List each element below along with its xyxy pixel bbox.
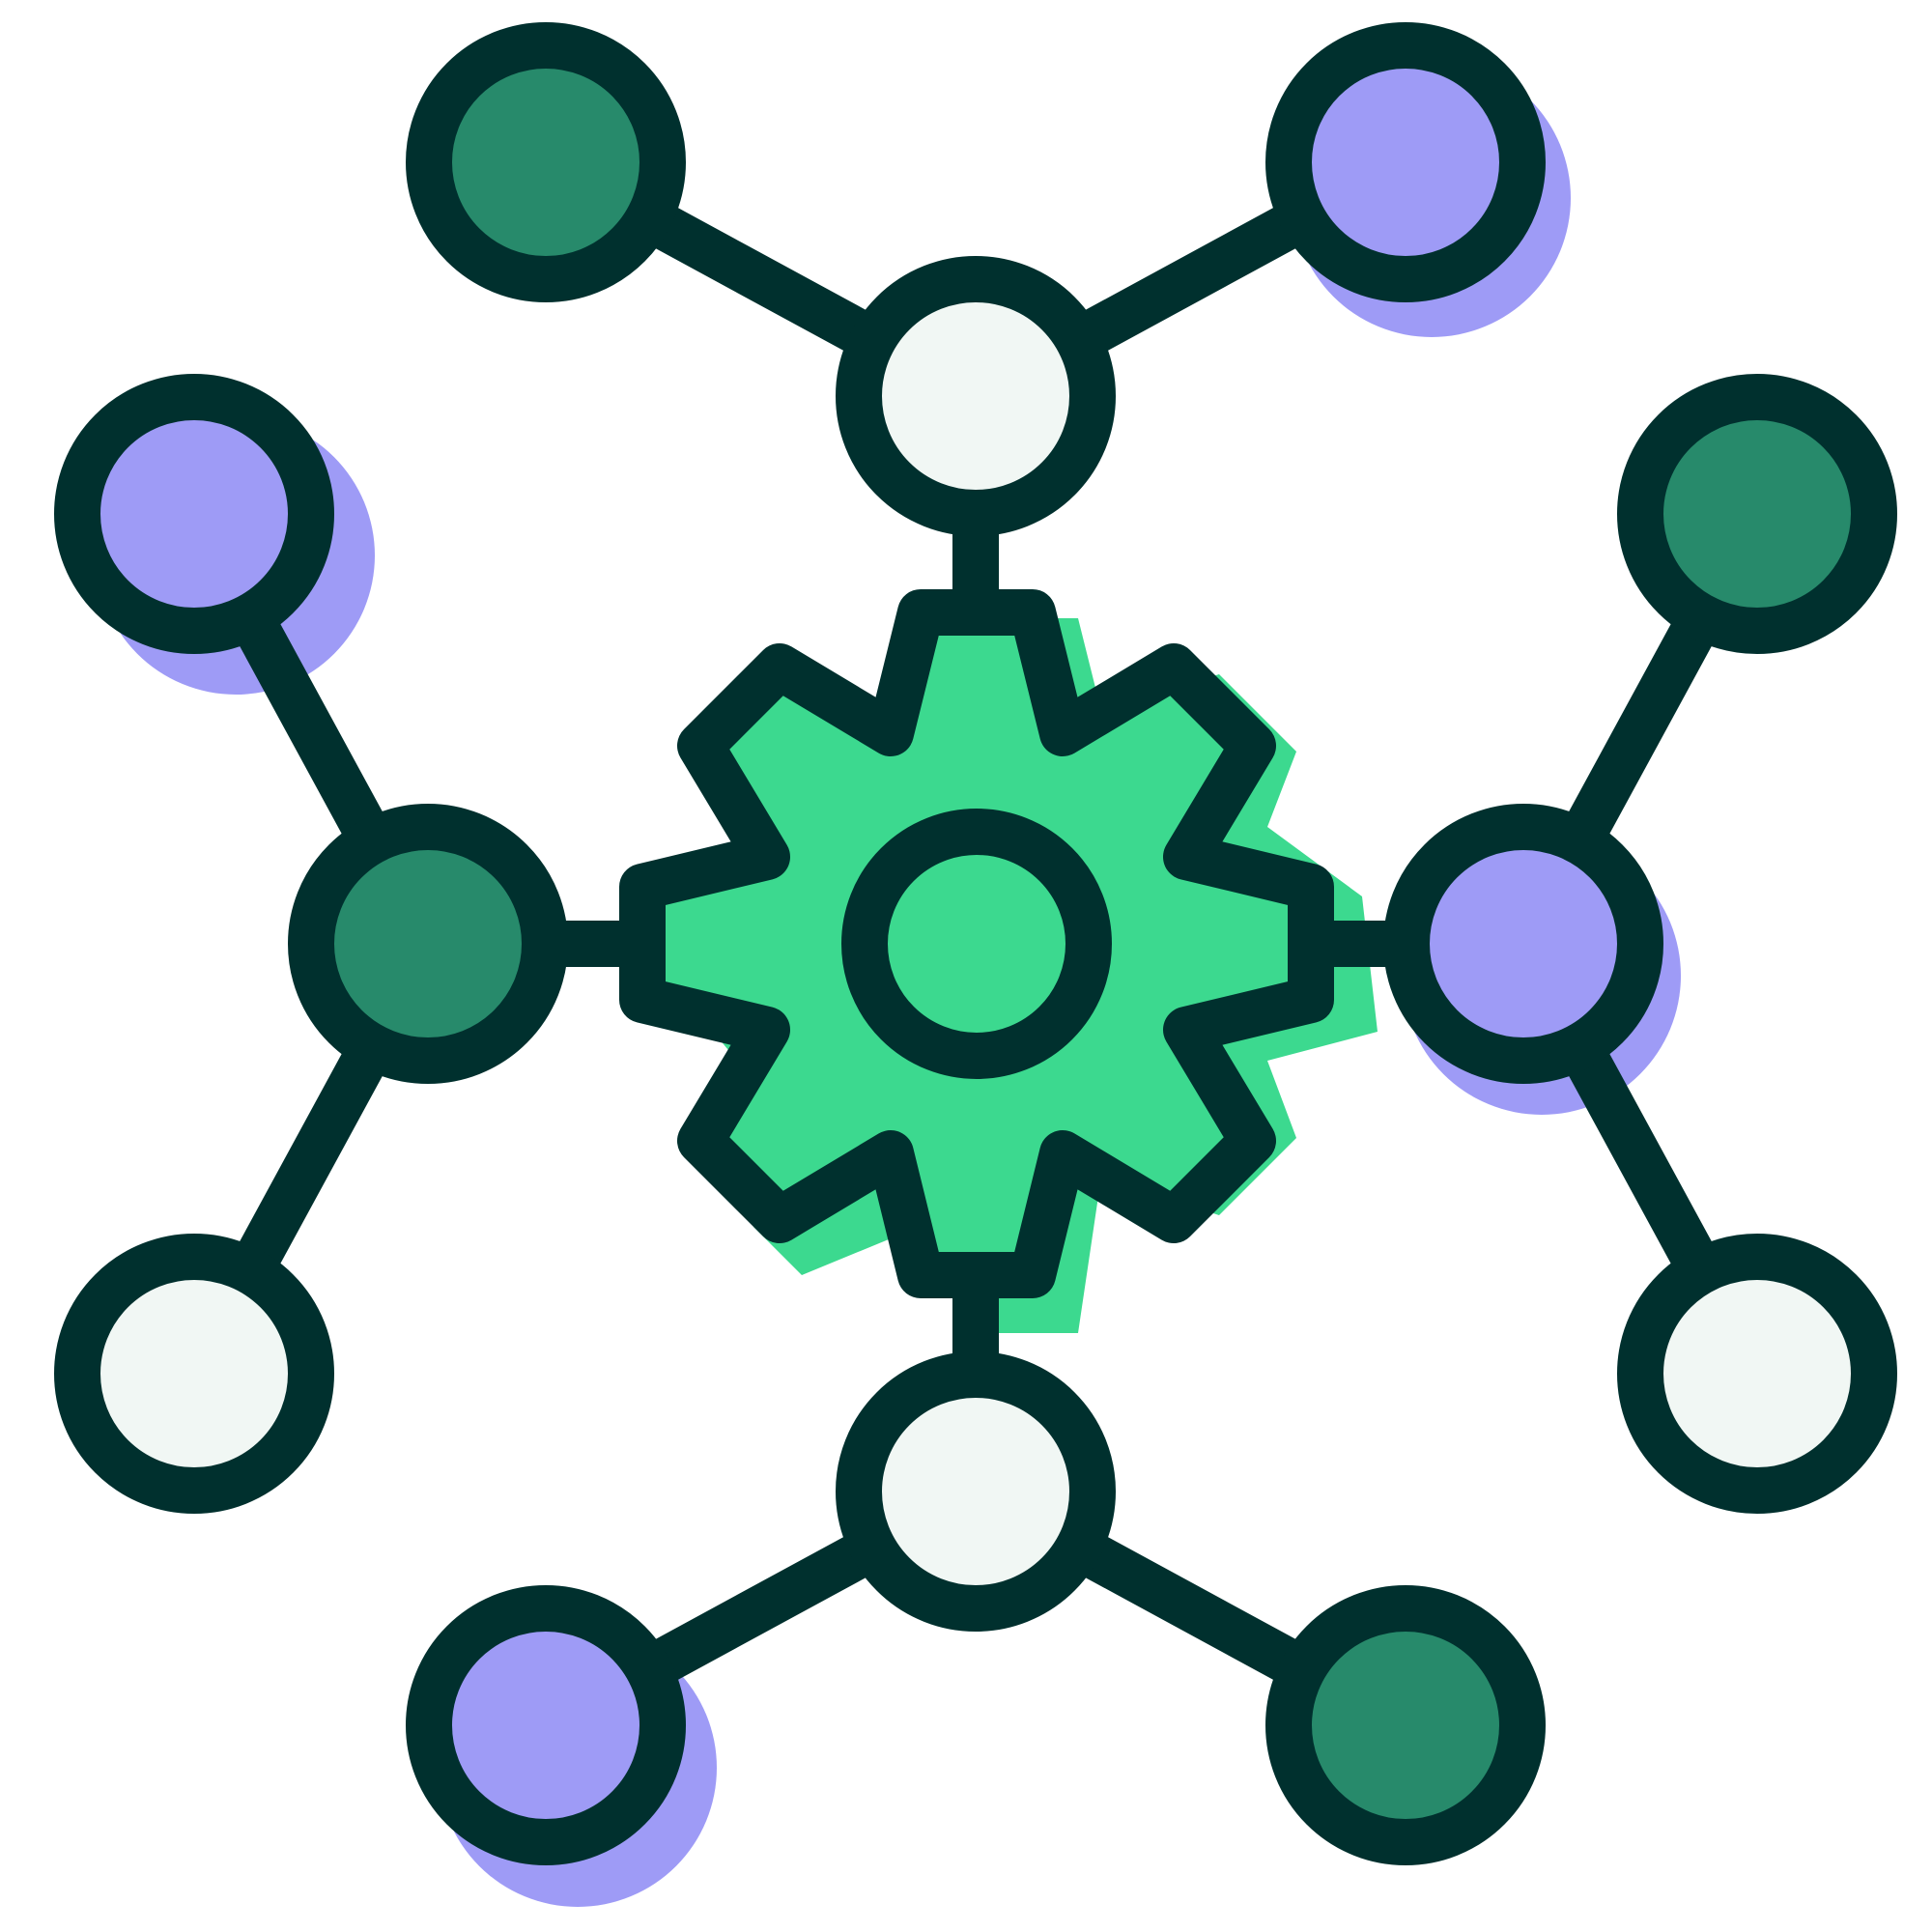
bottom-left-leaf-node <box>406 1585 686 1865</box>
left-hub-node <box>288 804 568 1084</box>
bottom-right-leaf-node <box>1265 1585 1546 1865</box>
network-nodes <box>54 22 1897 1865</box>
central-gear <box>619 589 1334 1298</box>
top-left-leaf-node <box>406 22 686 302</box>
gear-hole <box>841 809 1112 1079</box>
top-hub-node <box>836 256 1116 536</box>
top-right-leaf-node <box>1265 22 1546 302</box>
right-lower-leaf-node <box>1617 1234 1897 1514</box>
left-upper-leaf-node <box>54 374 334 654</box>
right-hub-node <box>1383 804 1663 1084</box>
right-upper-leaf-node <box>1617 374 1897 654</box>
bottom-hub-node <box>836 1351 1116 1632</box>
left-lower-leaf-node <box>54 1234 334 1514</box>
